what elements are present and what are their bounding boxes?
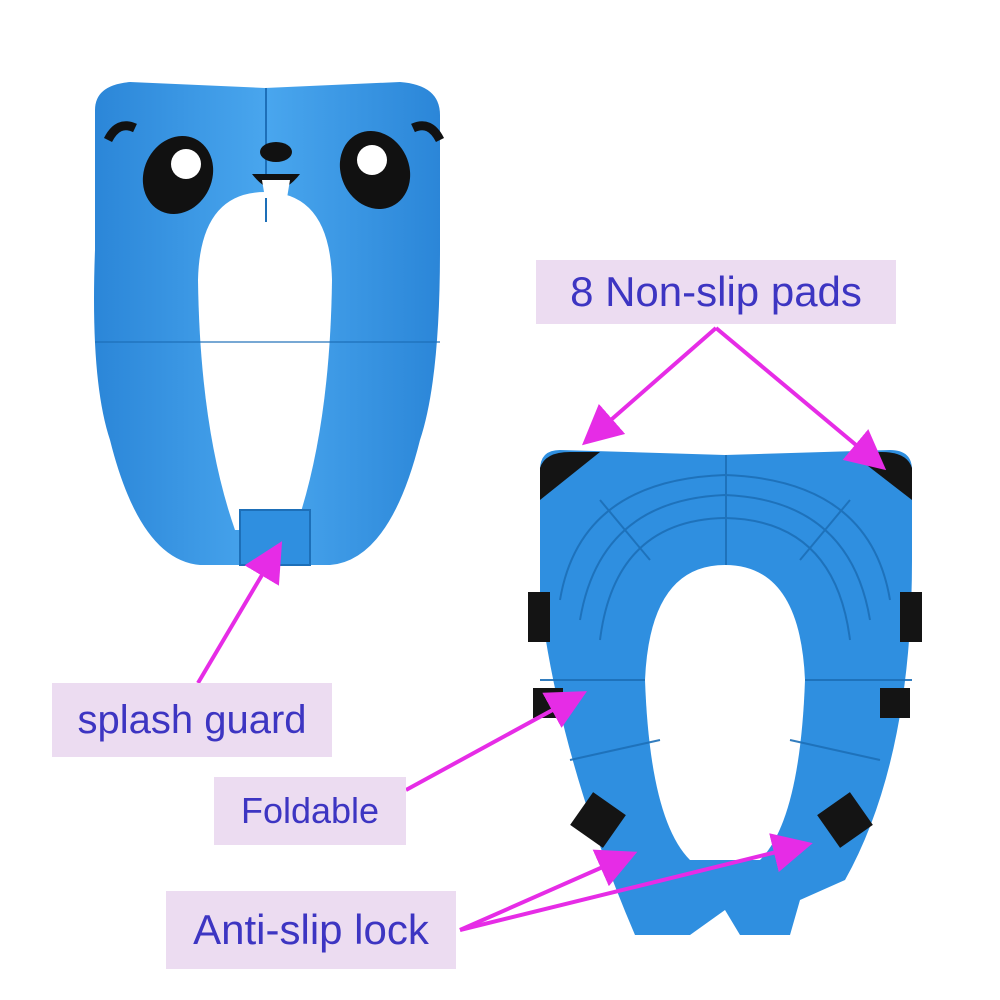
label-anti-slip-lock: Anti-slip lock (166, 891, 456, 969)
label-non-slip-pads: 8 Non-slip pads (536, 260, 896, 324)
annotation-arrows (196, 326, 887, 932)
seat-back-view (528, 450, 922, 935)
label-foldable: Foldable (214, 777, 406, 845)
seat-front-view (94, 82, 445, 566)
label-splash-guard: splash guard (52, 683, 332, 757)
